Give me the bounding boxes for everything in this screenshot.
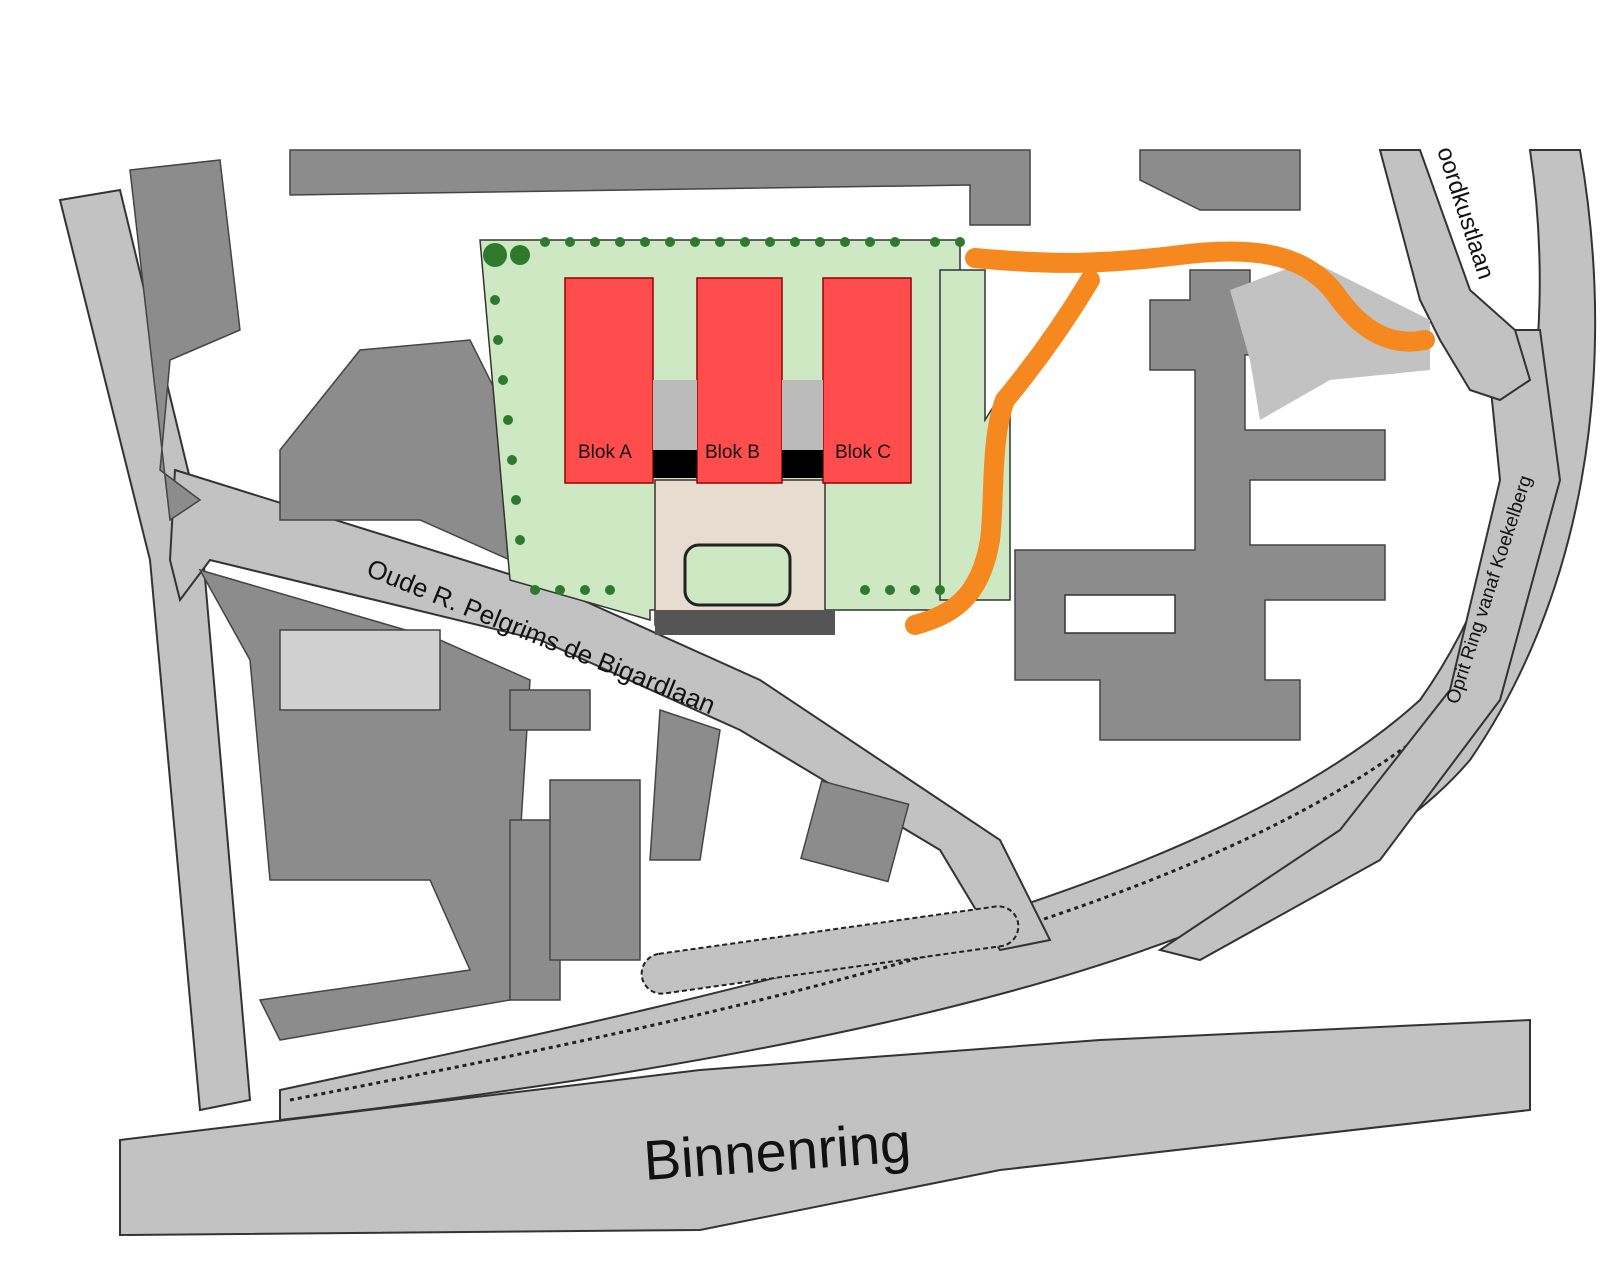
building	[1139, 149, 1301, 211]
grey-paved-area	[1230, 260, 1430, 420]
connector	[782, 380, 823, 450]
building	[509, 689, 591, 731]
plaza-oval-garden	[683, 543, 792, 607]
connector-black	[782, 450, 823, 478]
blok-a-building	[564, 277, 654, 484]
oprit-road	[1157, 329, 1562, 962]
access-route	[905, 241, 1435, 635]
blok-c-label: Blok C	[835, 442, 891, 463]
blok-a-label: Blok A	[578, 442, 632, 463]
courtyard	[1064, 594, 1176, 634]
tree-row	[483, 237, 965, 595]
left-road	[58, 188, 252, 1112]
building	[129, 159, 241, 522]
building	[289, 149, 1031, 226]
building	[279, 629, 441, 711]
building	[649, 708, 721, 861]
building	[549, 779, 641, 961]
binnenring-road	[119, 1018, 1531, 1237]
connector-black	[653, 450, 697, 478]
building	[800, 780, 910, 883]
bus-lane	[640, 905, 1020, 995]
oude-pelgrims-road	[168, 468, 1052, 952]
underground-access	[655, 610, 835, 635]
connector	[653, 380, 697, 450]
blok-b-label: Blok B	[705, 442, 760, 463]
ring-dashed-edge	[289, 718, 1441, 1102]
blok-c-building	[822, 277, 912, 484]
